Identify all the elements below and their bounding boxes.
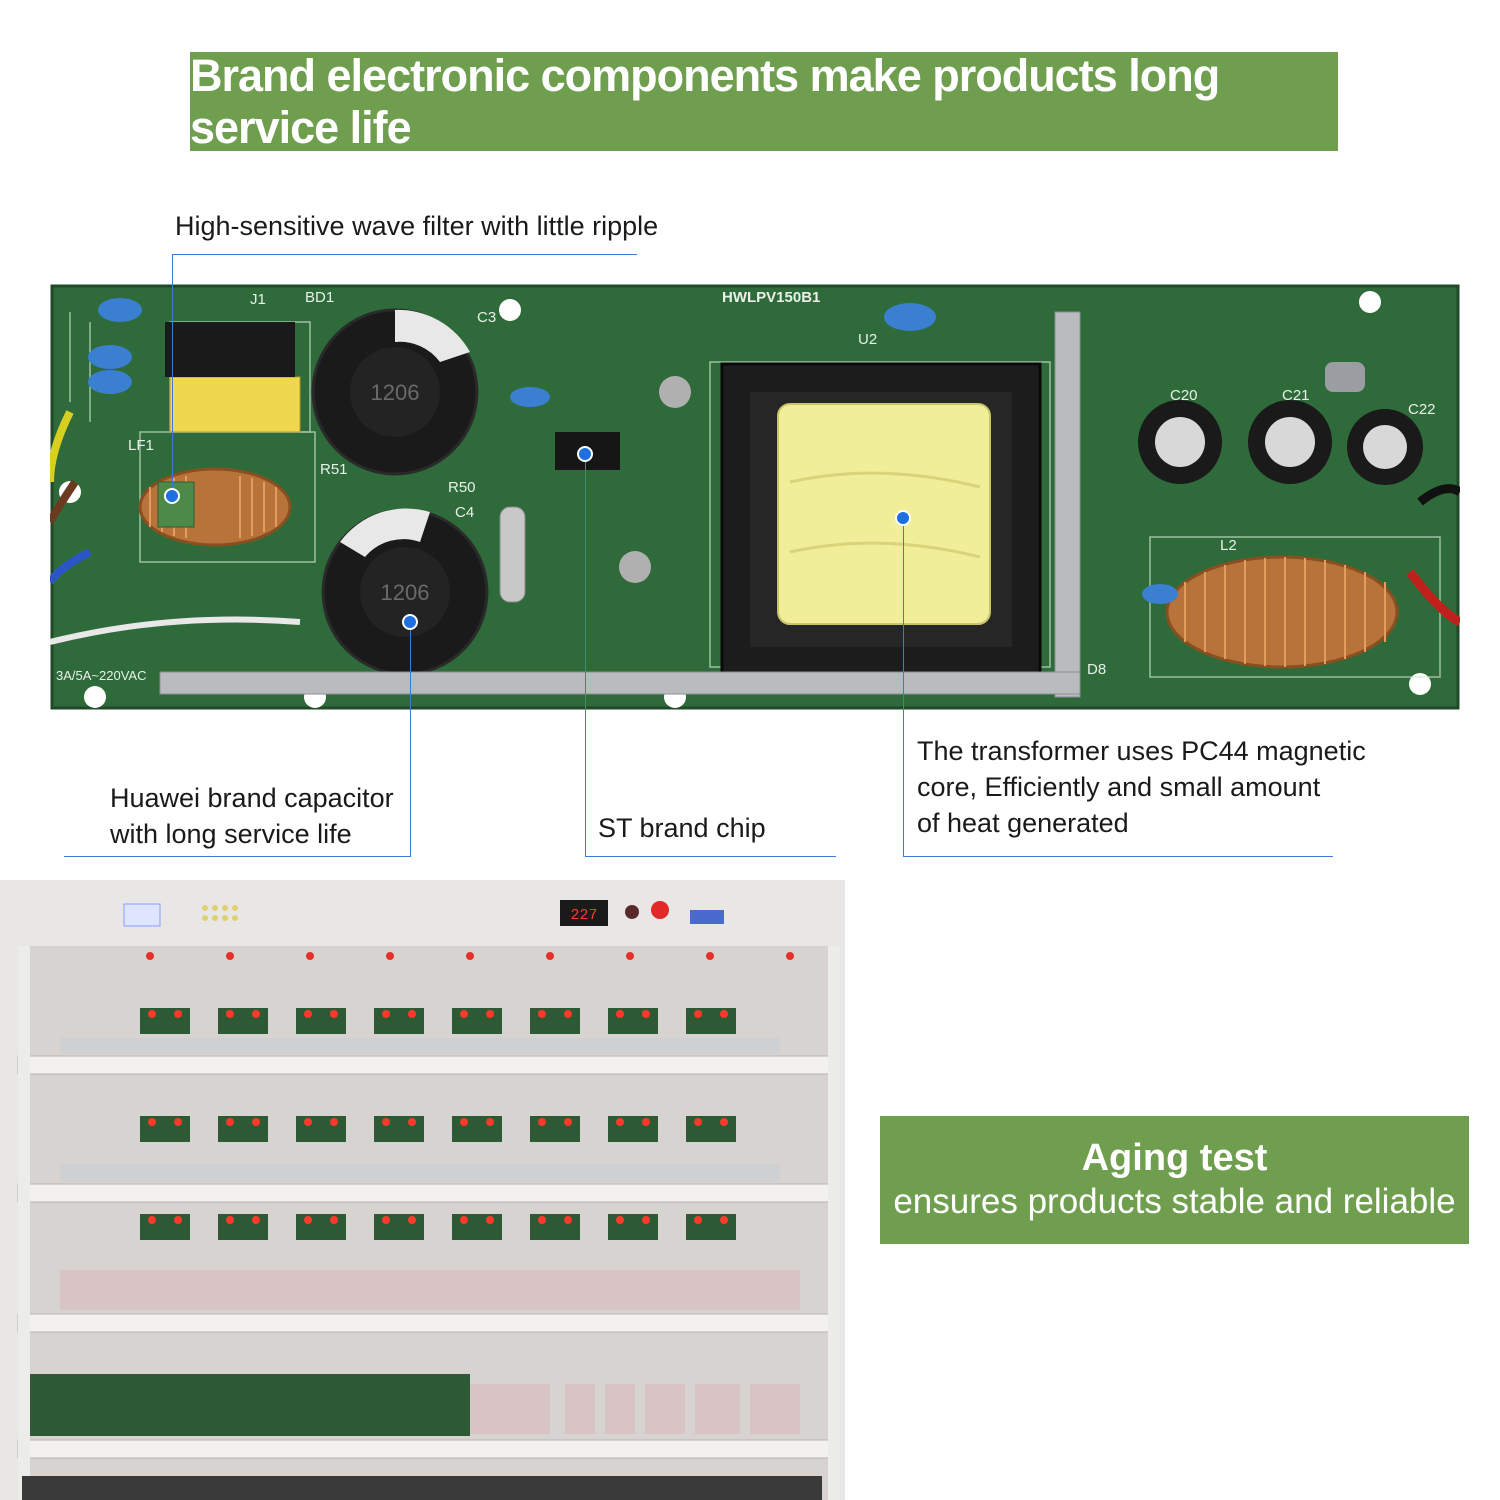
ref-j1: J1 — [250, 291, 266, 308]
ref-r50: R50 — [448, 479, 476, 496]
svg-text:1206: 1206 — [381, 580, 430, 605]
ref-c22: C22 — [1408, 401, 1436, 418]
transformer-leader-vertical — [903, 518, 904, 856]
board-label: HWLPV150B1 — [722, 289, 820, 306]
capacitor-callout-line1: Huawei brand capacitor — [110, 783, 394, 813]
title-banner: Brand electronic components make product… — [190, 49, 1338, 153]
capacitor-leader-horizontal — [64, 856, 411, 857]
aging-rack-image: 227 — [0, 880, 845, 1500]
ref-c20: C20 — [1170, 387, 1198, 404]
transformer-callout: The transformer uses PC44 magnetic core,… — [917, 733, 1366, 841]
aging-title: Aging test — [1081, 1137, 1268, 1179]
title-text: Brand electronic components make product… — [190, 49, 1220, 153]
chip-leader-horizontal — [585, 856, 836, 857]
ref-lf1: LF1 — [128, 437, 154, 454]
pcb-image: 1206 1206 HWLPV150B1 C3 C4 R51 R50 U2 L2 — [50, 284, 1460, 710]
transformer-leader-horizontal — [903, 856, 1333, 857]
ref-c4: C4 — [455, 504, 474, 521]
transformer-callout-line2: core, Efficiently and small amount — [917, 772, 1321, 802]
capacitor-callout: Huawei brand capacitor with long service… — [110, 780, 394, 852]
rating-label: 3A/5A~220VAC — [56, 668, 146, 683]
ref-d8: D8 — [1087, 661, 1106, 678]
transformer-callout-line1: The transformer uses PC44 magnetic — [917, 736, 1366, 766]
capacitor-leader-vertical — [410, 622, 411, 856]
chip-marker — [577, 446, 593, 462]
ref-c3: C3 — [477, 309, 496, 326]
filter-leader-vertical — [172, 254, 173, 496]
ref-l2: L2 — [1220, 537, 1237, 554]
aging-banner: Aging test ensures products stable and r… — [880, 1116, 1469, 1244]
filter-marker — [164, 488, 180, 504]
capacitor-callout-line2: with long service life — [110, 819, 352, 849]
ref-r51: R51 — [320, 461, 348, 478]
ref-bd1: BD1 — [305, 289, 334, 306]
capacitor-marker — [402, 614, 418, 630]
transformer-marker — [895, 510, 911, 526]
aging-subtitle: ensures products stable and reliable — [893, 1182, 1456, 1221]
filter-leader-horizontal — [172, 254, 637, 255]
chip-callout: ST brand chip — [598, 813, 766, 843]
aging-display: 227 — [570, 907, 597, 924]
svg-text:1206: 1206 — [371, 380, 420, 405]
filter-callout: High-sensitive wave filter with little r… — [175, 211, 659, 241]
ref-c21: C21 — [1282, 387, 1310, 404]
ref-u2: U2 — [858, 331, 877, 348]
transformer-callout-line3: of heat generated — [917, 808, 1129, 838]
chip-leader-vertical — [585, 454, 586, 856]
